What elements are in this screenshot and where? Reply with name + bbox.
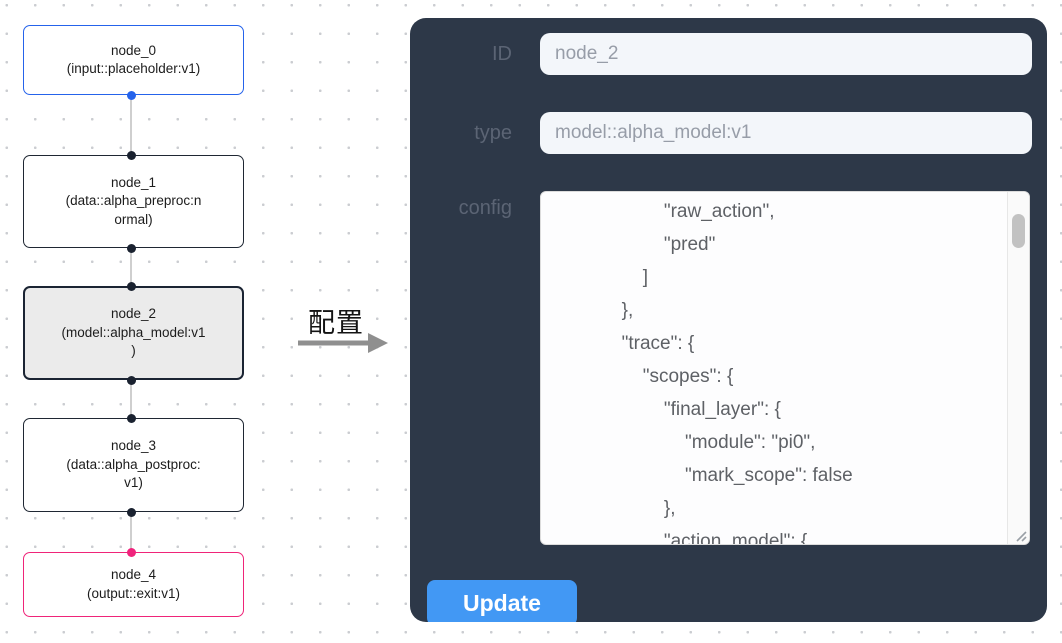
node-node_4[interactable]: node_4 (output::exit:v1) xyxy=(23,552,244,617)
port-node3-output[interactable] xyxy=(126,507,136,517)
config-scrollbar-track[interactable] xyxy=(1007,192,1029,544)
port-node0-output[interactable] xyxy=(126,90,136,100)
arrow-right-icon xyxy=(298,333,388,353)
edge-node0-node1 xyxy=(130,95,132,155)
config-textarea[interactable]: "raw_action", "pred" ] }, "trace": { "sc… xyxy=(540,191,1030,545)
port-node1-input[interactable] xyxy=(126,150,136,160)
resize-handle-icon[interactable] xyxy=(1013,528,1027,542)
node-config-panel: ID type config "raw_action", "pred" ] },… xyxy=(410,18,1047,622)
port-node1-output[interactable] xyxy=(126,243,136,253)
config-scrollbar-thumb[interactable] xyxy=(1012,214,1025,248)
node-node_2-selected[interactable]: node_2 (model::alpha_model:v1 ) xyxy=(23,286,244,380)
node-node_0[interactable]: node_0 (input::placeholder:v1) xyxy=(23,25,244,95)
type-input[interactable] xyxy=(540,112,1032,154)
update-button[interactable]: Update xyxy=(427,580,577,622)
type-field-label: type xyxy=(474,122,512,144)
node-node_3[interactable]: node_3 (data::alpha_postproc: v1) xyxy=(23,418,244,512)
edge-node2-node3 xyxy=(130,380,132,418)
port-node2-input[interactable] xyxy=(126,281,136,291)
config-field-label: config xyxy=(458,197,512,219)
config-arrow-label: 配置 xyxy=(308,308,364,338)
edge-node1-node2 xyxy=(130,248,132,286)
port-node4-input[interactable] xyxy=(126,547,136,557)
id-field-label: ID xyxy=(492,43,512,65)
edge-node3-node4 xyxy=(130,512,132,552)
config-json-text: "raw_action", "pred" ] }, "trace": { "sc… xyxy=(621,201,853,545)
port-node2-output[interactable] xyxy=(126,375,136,385)
id-input[interactable] xyxy=(540,33,1032,75)
node-node_1[interactable]: node_1 (data::alpha_preproc:n ormal) xyxy=(23,155,244,248)
port-node3-input[interactable] xyxy=(126,413,136,423)
